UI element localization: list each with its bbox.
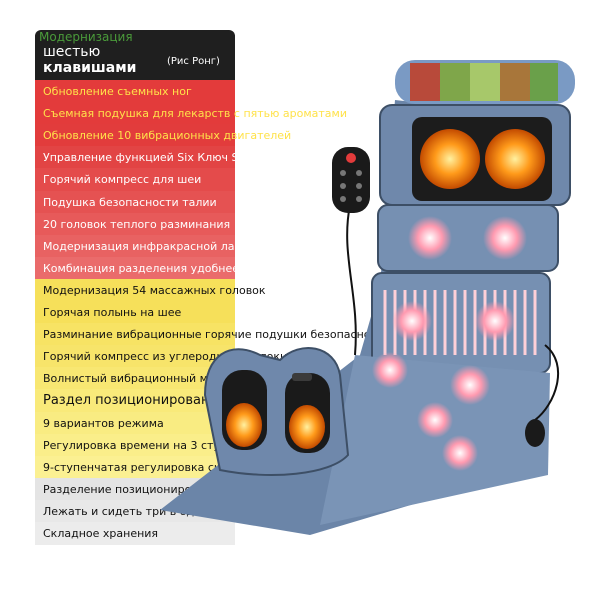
herbal-pillow: [395, 60, 575, 104]
feature-text: Раздел позиционирования: [43, 393, 226, 409]
remote-button-3: [340, 183, 346, 189]
feature-text: Подушка безопасности талии: [43, 195, 217, 209]
remote-button-5: [340, 196, 346, 202]
feature-item: Съемная подушка для лекарств с пятью аро…: [35, 102, 347, 126]
remote-button-6: [356, 196, 362, 202]
feature-text: Регулировка времени на 3 ступени: [43, 438, 249, 452]
feature-item: Разминание вибрационные горячие подушки …: [35, 323, 466, 347]
header-brand: (Рис Ронг): [167, 56, 220, 67]
feature-text: Модернизация 54 массажных головок: [43, 283, 266, 297]
remote-control: [332, 147, 370, 356]
foot-heat-right: [289, 405, 325, 449]
herb-5: [530, 63, 558, 101]
pump-bulb: [525, 419, 545, 447]
feature-item: Подушка безопасности талии: [35, 190, 235, 214]
massage-mat-product-image: [160, 60, 575, 535]
herb-1: [410, 63, 440, 101]
leg-glow-4: [442, 435, 478, 471]
feature-item: Обновление съемных ног: [35, 80, 235, 103]
waist-glow-right: [475, 301, 515, 341]
herb-4: [500, 63, 530, 101]
feature-text: Разминание вибрационные горячие подушки …: [43, 328, 466, 342]
foot-heat-left: [226, 403, 262, 447]
feature-text: 9 вариантов режима: [43, 416, 164, 430]
feature-text: Модернизация инфракрасной лампы горячего…: [43, 239, 379, 253]
feature-text: Обновление 10 вибрационных двигателей: [43, 129, 292, 143]
remote-button-4: [356, 183, 362, 189]
feature-item: 9 вариантов режима: [35, 411, 235, 435]
feature-text: Комбинация разделения удобнее: [43, 261, 240, 275]
header-title-line2: клавишами: [43, 60, 137, 76]
waist-glow-left: [392, 301, 432, 341]
air-pump: [525, 344, 560, 447]
feature-text: Горячий компресс для шеи: [43, 173, 202, 187]
herb-2: [440, 63, 470, 101]
feature-item: Складное хранения: [35, 522, 235, 545]
herb-3: [470, 63, 500, 101]
header-title-line1: шестью: [43, 44, 101, 60]
feature-item: Модернизация инфракрасной лампы горячего…: [35, 234, 379, 258]
feature-item: Обновление 10 вибрационных двигателей: [35, 124, 291, 148]
panel-header: Модернизация шестью клавишами (Рис Ронг): [35, 30, 235, 80]
feature-item: Горячая полынь на шее: [35, 301, 235, 324]
neck-head-left: [420, 129, 480, 189]
feature-text: Складное хранения: [43, 527, 159, 540]
shoulder-glow-right: [483, 216, 527, 260]
feature-text: 20 головок теплого разминания: [43, 217, 231, 231]
feature-text: Обновление съемных ног: [43, 85, 192, 98]
feature-item: Горячий компресс для шеи: [35, 168, 235, 192]
foot-massager: [203, 347, 350, 476]
remote-cable: [346, 204, 357, 356]
foot-control-panel: [292, 373, 312, 381]
header-ghost-text: Модернизация: [39, 30, 133, 44]
feature-item: Управление функцией Six Ключ Smart: [35, 146, 265, 170]
shoulder-glow-left: [408, 216, 452, 260]
mat-leg-section: [320, 355, 550, 525]
feature-panel: Модернизация шестью клавишами (Рис Ронг)…: [35, 30, 466, 545]
feature-text: Съемная подушка для лекарств с пятью аро…: [43, 107, 347, 121]
remote-button-2: [356, 170, 362, 176]
neck-head-right: [485, 129, 545, 189]
neck-massage-heads: [412, 117, 552, 201]
remote-power-button: [346, 153, 356, 163]
remote-button-1: [340, 170, 346, 176]
leg-glow-1: [372, 352, 408, 388]
pump-hose: [534, 344, 560, 421]
leg-glow-3: [417, 402, 453, 438]
feature-item: Раздел позиционирования: [35, 389, 235, 413]
leg-glow-2: [450, 365, 490, 405]
feature-item: Комбинация разделения удобнее: [35, 256, 239, 280]
feature-text: 9-ступенчатая регулировка силы: [43, 460, 237, 474]
feature-item: 20 головок теплого разминания: [35, 212, 235, 236]
feature-text: Управление функцией Six Ключ Smart: [43, 151, 265, 165]
feature-item: Регулировка времени на 3 ступени: [35, 433, 248, 457]
feature-text: Горячая полынь на шее: [43, 306, 182, 319]
feature-item: Модернизация 54 массажных головок: [35, 278, 266, 302]
feature-item: 9-ступенчатая регулировка силы: [35, 455, 237, 479]
mat-shoulder-section: [377, 204, 559, 272]
